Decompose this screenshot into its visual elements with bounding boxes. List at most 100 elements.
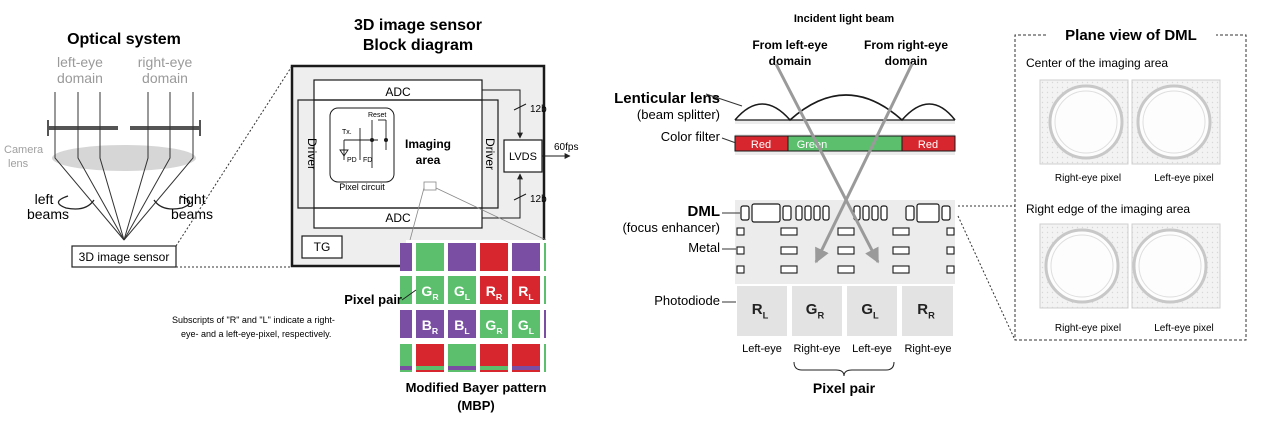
bayer-tile [448,243,476,271]
eye-label-3: Left-eye [852,343,892,355]
bayer-caption: Modified Bayer pattern [406,380,547,395]
bayer-tile [512,276,540,304]
bayer-tile [480,366,508,370]
camera-lens-label-2: lens [8,158,29,170]
camera-lens-shape [52,145,196,171]
right-domain-label: right-eye [138,54,193,70]
bayer-tile [416,310,444,338]
edge-right-eye-label: Right-eye pixel [1055,323,1121,334]
bayer-pixel-label: BL [454,317,470,336]
bayer-tile [416,243,444,271]
imaging-area-label-2: area [416,153,441,167]
left-domain-label-2: domain [57,70,103,86]
dml-center-right-eye [1039,79,1129,165]
left-domain-label: left-eye [57,54,103,70]
eye-label-1: Left-eye [742,343,782,355]
adc-top: ADC [385,85,411,99]
bayer-tile [480,310,508,338]
fps-label: 60fps [554,142,578,153]
pd-label: PD [347,157,357,164]
center-right-eye-label: Right-eye pixel [1055,173,1121,184]
bayer-pixel-label: BR [422,317,439,336]
metal-label: Metal [688,240,720,255]
photodiode-label: Photodiode [654,293,720,308]
filter-label-red-right: Red [918,139,938,151]
optical-system: Optical system left-eye domain right-eye… [4,31,213,268]
beam-splitter-label: (beam splitter) [637,107,720,122]
bayer-tile [544,366,546,370]
bayer-tile [400,366,412,370]
bayer-tile [448,276,476,304]
color-filter-label: Color filter [661,129,721,144]
light-beams [54,92,194,241]
filter-label-green: Green [797,139,828,151]
filter-red-right [901,135,956,152]
photodiode-cell-label: RL [752,301,769,321]
pixel-circuit-label: Pixel circuit [339,182,385,192]
plane-title: Plane view of DML [1065,27,1197,44]
bayer-tile [480,276,508,304]
pixel-pair-label: Pixel pair [344,292,402,307]
dml-label: DML [688,203,721,220]
right-beams-label-2: beams [171,206,213,222]
dml-edge-left-eye [1131,223,1221,309]
bayer-tile [512,243,540,271]
eye-label-4: Right-eye [904,343,951,355]
sensor-box-label: 3D image sensor [79,250,170,264]
driver-right: Driver [483,138,497,170]
bayer-tile [544,310,546,338]
focus-enhancer-label: (focus enhancer) [622,220,720,235]
from-left-label-2: domain [769,54,812,68]
bayer-note-1: Subscripts of "R" and "L" indicate a rig… [172,315,335,325]
driver-left: Driver [305,138,319,170]
cross-section: Incident light beam From left-eye domain… [614,13,956,396]
bayer-tile [544,276,546,304]
photodiode-cell-label: RR [917,301,935,321]
bits-top: 12b [530,104,547,115]
edge-left-eye-label: Left-eye pixel [1154,323,1213,334]
lenticular-label: Lenticular lens [614,90,720,107]
block-title: 3D image sensor [354,17,482,34]
right-beams-label: right [178,191,205,207]
fd-label: FD [363,157,372,164]
lvds-label: LVDS [509,151,537,163]
bayer-tile [400,276,412,304]
from-right-label: From right-eye [864,38,948,52]
bayer-tile [416,276,444,304]
plane-view: Plane view of DML Center of the imaging … [1014,27,1247,341]
tx-label: Tx. [342,129,352,136]
bayer-pixel-label: GL [454,283,471,302]
sensor-box [71,245,177,268]
plane-center-label: Center of the imaging area [1026,56,1168,70]
bayer-tile [480,243,508,271]
bayer-tile [448,310,476,338]
block-title-2: Block diagram [363,37,473,54]
photodiode-cell-label: GR [806,301,825,321]
center-left-eye-label: Left-eye pixel [1154,173,1213,184]
bayer-tile [544,344,546,372]
reset-label: Reset [368,112,386,119]
bayer-tile [448,366,476,370]
bayer-tile [400,243,412,271]
block-diagram: 3D image sensor Block diagram ADC ADC Dr… [290,17,578,268]
from-right-label-2: domain [885,54,928,68]
bayer-caption-2: (MBP) [457,398,495,413]
filter-label-red-left: Red [751,139,771,151]
camera-lens-label: Camera [4,144,44,156]
imaging-area-label: Imaging [405,137,451,151]
optical-title: Optical system [67,31,181,48]
bayer-tile [400,310,412,338]
incident-label: Incident light beam [794,13,894,25]
right-domain-label-2: domain [142,70,188,86]
bayer-pixel-label: GL [518,317,535,336]
adc-bottom: ADC [385,211,411,225]
bayer-tile [512,310,540,338]
dml-center-left-eye [1131,79,1221,165]
bits-bottom: 12b [530,194,547,205]
bayer-pixel-label: GR [421,283,439,302]
left-beams-label-2: beams [27,206,69,222]
lenticular-lens-shape [734,94,956,122]
bayer-tile [400,344,412,372]
left-beams-label: left [35,191,54,207]
